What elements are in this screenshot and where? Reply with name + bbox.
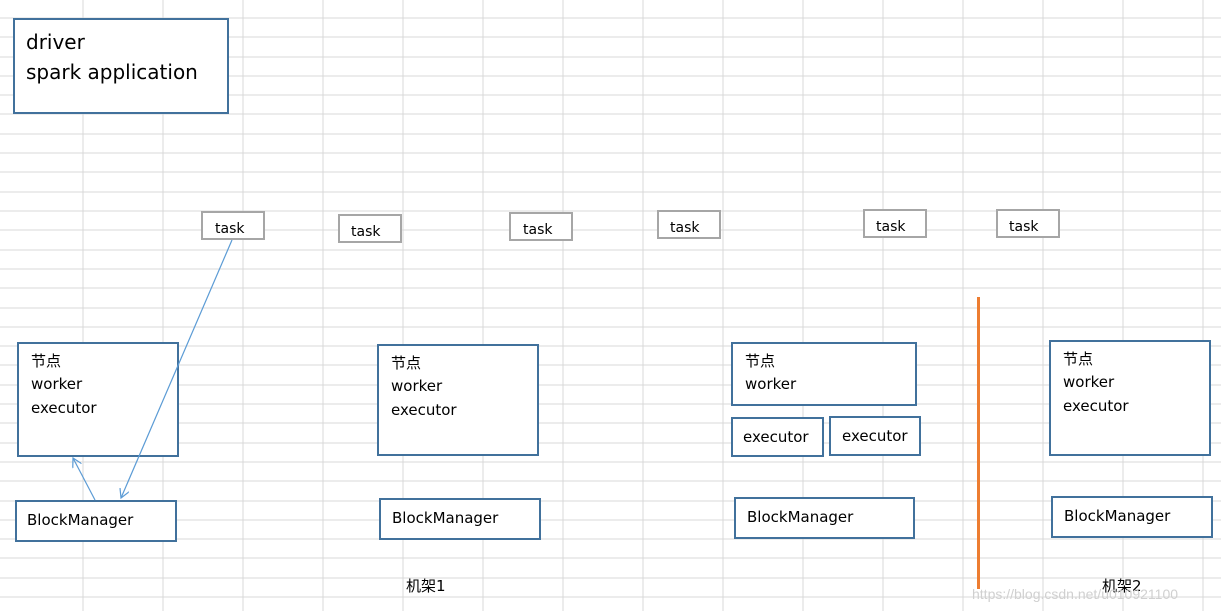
executor-label: executor [1063, 397, 1129, 415]
executor-label: executor [31, 399, 97, 417]
node-box-3: 节点 worker [731, 342, 917, 406]
driver-label: driver [26, 30, 85, 54]
rack-label-2: 机架2 [1102, 577, 1142, 595]
node-box-1: 节点 worker executor [17, 342, 179, 457]
node-label: 节点 [1063, 350, 1094, 368]
task-label: task [351, 224, 381, 240]
node-label: 节点 [31, 352, 62, 370]
worker-label: worker [745, 375, 797, 393]
task-label: task [1009, 219, 1039, 235]
executor-label: executor [391, 401, 457, 419]
task-box-3: task [509, 212, 573, 241]
node-label: 节点 [745, 352, 776, 370]
executor-label: executor [743, 428, 809, 446]
worker-label: worker [391, 377, 443, 395]
blockmanager-label: BlockManager [1064, 507, 1171, 525]
executor-label: executor [842, 427, 908, 445]
executor-box-2: executor [829, 416, 921, 456]
blockmanager-box-4: BlockManager [1051, 496, 1213, 538]
driver-box: driver spark application [13, 18, 229, 114]
worker-label: worker [31, 375, 83, 393]
task-box-6: task [996, 209, 1060, 238]
blockmanager-box-3: BlockManager [734, 497, 915, 539]
task-box-4: task [657, 210, 721, 239]
task-label: task [876, 219, 906, 235]
worker-label: worker [1063, 373, 1115, 391]
executor-box-1: executor [731, 417, 824, 457]
blockmanager-label: BlockManager [747, 508, 854, 526]
rack-divider [977, 297, 980, 589]
node-box-4: 节点 worker executor [1049, 340, 1211, 456]
task-label: task [670, 220, 700, 236]
task-box-2: task [338, 214, 402, 243]
task-box-5: task [863, 209, 927, 238]
node-label: 节点 [391, 354, 422, 372]
task-box-1: task [201, 211, 265, 240]
task-label: task [523, 222, 553, 238]
blockmanager-box-2: BlockManager [379, 498, 541, 540]
watermark: https://blog.csdn.net/u010921100 [972, 586, 1179, 602]
blockmanager-label: BlockManager [27, 511, 134, 529]
blockmanager-label: BlockManager [392, 509, 499, 527]
node-box-2: 节点 worker executor [377, 344, 539, 456]
rack-label-1: 机架1 [406, 577, 446, 595]
blockmanager-box-1: BlockManager [15, 500, 177, 542]
spark-application-label: spark application [26, 60, 198, 84]
task-label: task [215, 221, 245, 237]
